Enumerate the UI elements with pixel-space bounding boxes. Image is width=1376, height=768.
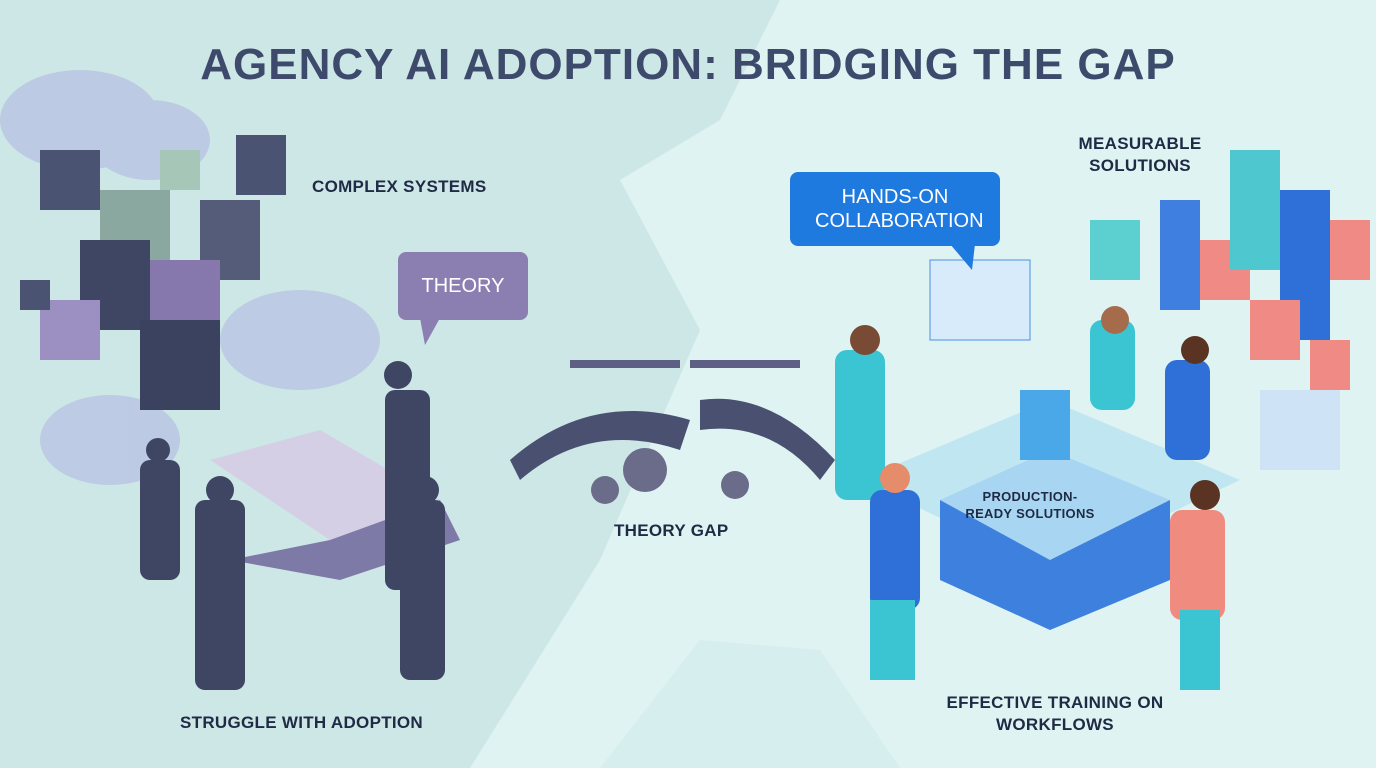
open-book xyxy=(210,430,440,540)
page-title: AGENCY AI ADOPTION: BRIDGING THE GAP xyxy=(200,40,1176,89)
people-collaborating xyxy=(835,306,1225,690)
theory-gap-label: THEORY GAP xyxy=(614,521,729,540)
hands-on-text: HANDS-ON COLLABORATION xyxy=(815,186,984,232)
gear-icon xyxy=(591,448,749,504)
measurable-label: MEASURABLE SOLUTIONS xyxy=(1078,134,1202,175)
production-platform xyxy=(860,259,1240,630)
complex-systems-cubes xyxy=(20,135,286,410)
broken-bridge xyxy=(510,360,835,480)
measurable-solutions-blocks xyxy=(1090,150,1370,470)
people-struggling xyxy=(140,361,445,690)
struggle-label: STRUGGLE WITH ADOPTION xyxy=(180,713,424,732)
theory-bubble: THEORY xyxy=(398,252,528,320)
production-ready-label: PRODUCTION-READY SOLUTIONS xyxy=(965,489,1095,521)
complex-systems-label: COMPLEX SYSTEMS xyxy=(312,177,487,196)
hands-on-bubble: HANDS-ON COLLABORATION xyxy=(790,172,1000,246)
effective-training-label: EFFECTIVE TRAINING ON WORKFLOWS xyxy=(946,693,1164,734)
cloud-icon xyxy=(0,70,380,485)
